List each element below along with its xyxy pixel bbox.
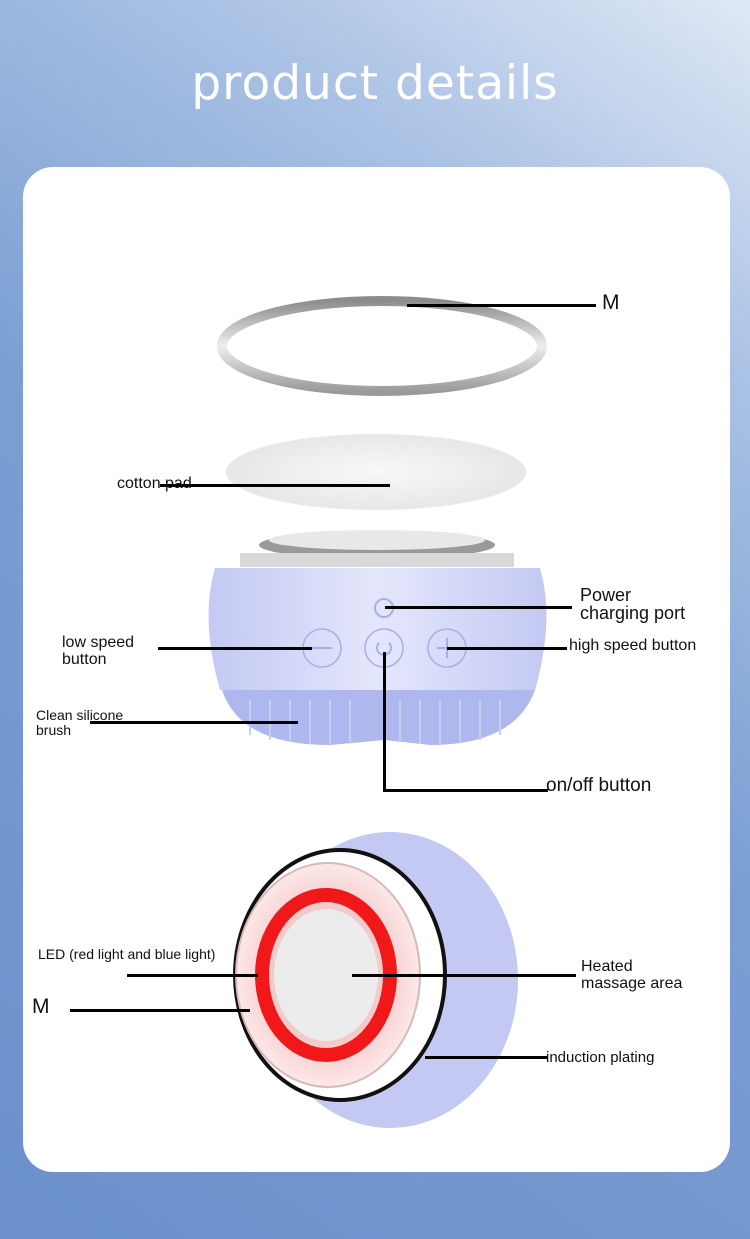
leader-line [383,789,548,792]
label-power-port: Power charging port [580,586,685,622]
label-high-speed: high speed button [569,637,697,654]
label-ring-bottom: M [32,995,50,1018]
label-line: massage area [581,975,683,992]
label-heated-area: Heated massage area [581,958,682,992]
label-on-off: on/off button [546,775,652,796]
label-line: Clean silicone [36,707,124,723]
leader-line [158,647,312,650]
label-ring-top: M [602,291,620,314]
label-induction: induction plating [546,1049,655,1066]
label-cotton-pad: cotton pad [117,475,192,492]
label-line: button [62,651,107,668]
label-line: Heated [581,958,633,975]
leader-line [425,1056,548,1059]
page-title: product details [191,56,559,111]
leader-line [90,721,298,724]
device-front-view [233,832,518,1128]
label-line: charging port [580,603,686,623]
label-brush: Clean silicone brush [36,708,123,738]
metal-ring [217,296,547,396]
label-line: brush [36,722,72,738]
leader-line [447,647,567,650]
label-low-speed: low speed button [62,634,134,668]
leader-line [407,304,596,307]
leader-line [70,1009,250,1012]
leader-line [127,974,258,977]
label-line: Power [580,585,632,605]
cleansing-brush-device [208,530,547,745]
leader-line [383,652,386,792]
label-led: LED (red light and blue light) [38,946,216,962]
leader-line [385,606,572,609]
leader-line [352,974,576,977]
leader-line [160,484,390,487]
cotton-pad [226,434,526,510]
label-line: low speed [62,634,135,651]
